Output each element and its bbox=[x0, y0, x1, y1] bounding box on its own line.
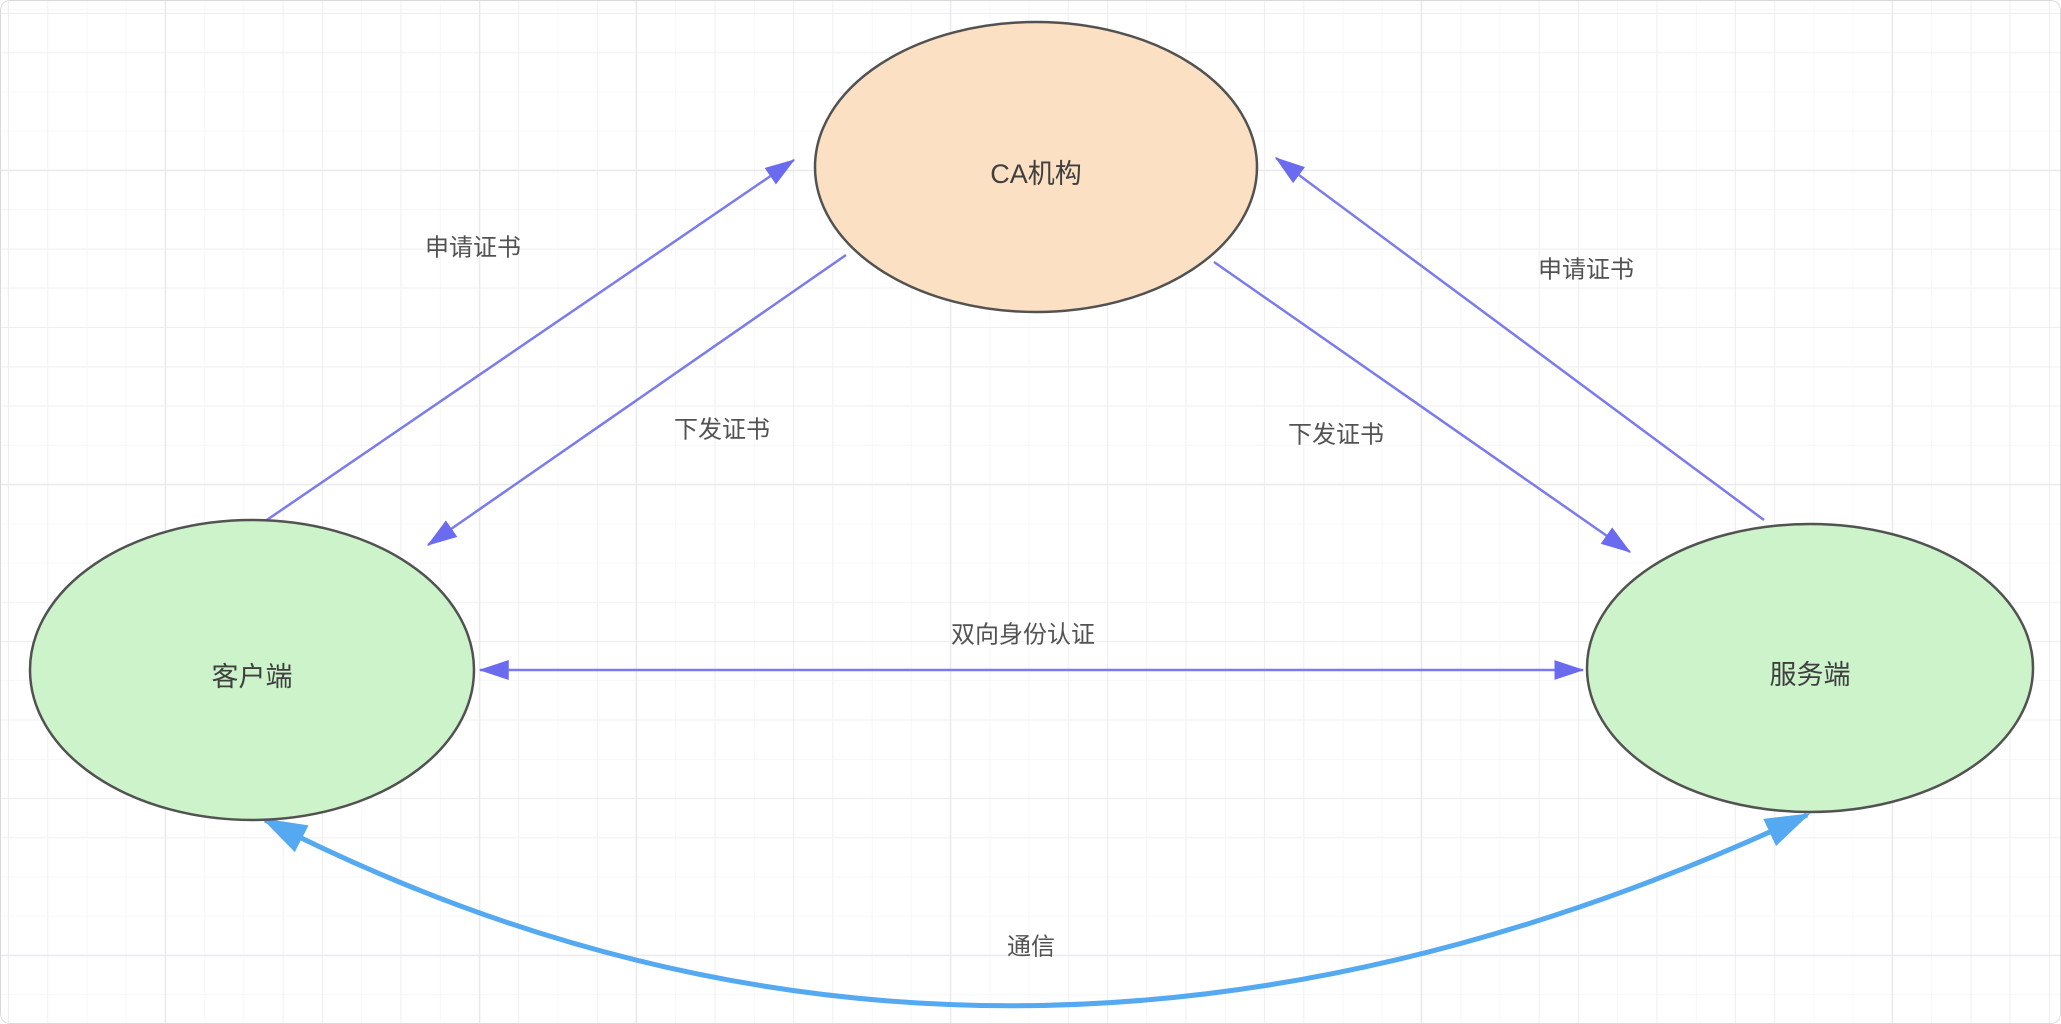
node-client-label: 客户端 bbox=[212, 662, 293, 692]
edge-apply-certificate-server-to-ca[interactable] bbox=[1274, 156, 1765, 522]
node-client: 客户端 bbox=[28, 518, 476, 822]
edge-label-apply-left: 申请证书 bbox=[425, 234, 521, 261]
node-ca-ellipse[interactable] bbox=[813, 20, 1259, 314]
node-client-ellipse[interactable] bbox=[28, 518, 476, 822]
node-server-ellipse[interactable] bbox=[1585, 522, 2035, 814]
edge-communication[interactable] bbox=[261, 812, 1811, 1009]
edge-label-issue-left: 下发证书 bbox=[674, 416, 770, 443]
node-server: 服务端 bbox=[1585, 522, 2035, 814]
edge-apply-certificate-client-to-ca[interactable] bbox=[257, 158, 796, 528]
edge-label-apply-right: 申请证书 bbox=[1538, 256, 1634, 283]
edge-label-issue-right: 下发证书 bbox=[1288, 421, 1384, 448]
node-ca: CA机构 bbox=[813, 20, 1259, 314]
node-server-label: 服务端 bbox=[1770, 660, 1851, 690]
node-ca-label: CA机构 bbox=[990, 159, 1082, 189]
edge-label-communication: 通信 bbox=[1007, 933, 1055, 960]
edge-issue-certificate-ca-to-server[interactable] bbox=[1213, 260, 1632, 554]
edge-label-mutual-auth: 双向身份认证 bbox=[951, 621, 1095, 648]
edge-issue-certificate-ca-to-client[interactable] bbox=[426, 253, 847, 547]
